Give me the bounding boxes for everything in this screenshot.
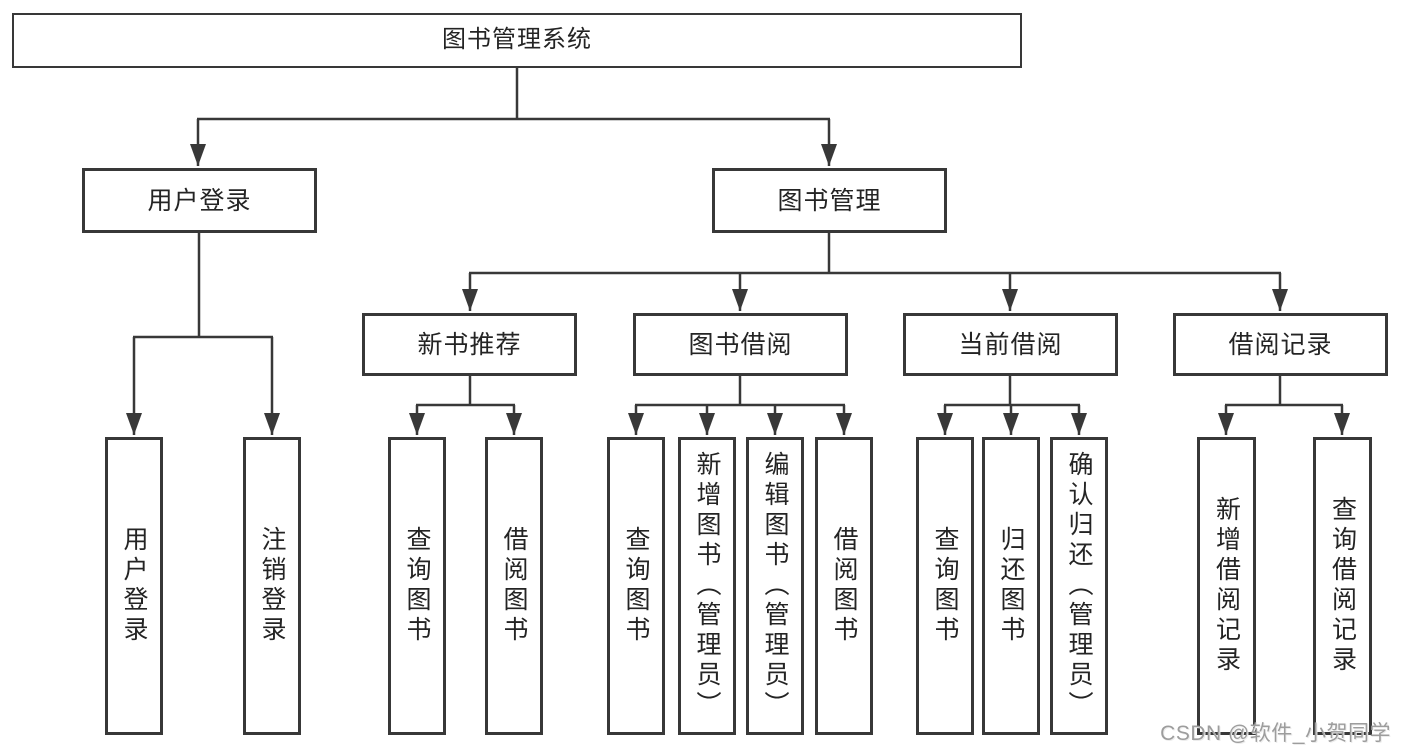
node-borrow-record: 借阅记录 (1173, 313, 1388, 376)
leaf-borrow-borrow-books: 借阅图书 (815, 437, 873, 735)
connector-book-borrow-to-leaves (628, 376, 852, 435)
node-current-borrow: 当前借阅 (903, 313, 1118, 376)
leaf-borrow-query-books: 查询图书 (607, 437, 665, 735)
connector-user-login-to-leaves (126, 233, 280, 435)
node-library-management-system: 图书管理系统 (12, 13, 1022, 68)
csdn-watermark: CSDN @软件_小贺同学 (1160, 722, 1391, 745)
leaf-edit-books-admin: 编辑图书（管理员） (746, 437, 804, 735)
leaf-add-books-admin: 新增图书（管理员） (678, 437, 736, 735)
leaf-return-books: 归还图书 (982, 437, 1040, 735)
connector-borrow-record-to-leaves (1218, 376, 1350, 435)
node-new-book-recommend: 新书推荐 (362, 313, 577, 376)
connector-book-management-to-level3 (462, 233, 1288, 311)
connector-new-book-recommend-to-leaves (409, 376, 522, 435)
leaf-recommend-borrow-books: 借阅图书 (485, 437, 543, 735)
leaf-confirm-return-admin: 确认归还（管理员） (1050, 437, 1108, 735)
node-book-borrow: 图书借阅 (633, 313, 848, 376)
leaf-user-login: 用户登录 (105, 437, 163, 735)
leaf-recommend-query-books: 查询图书 (388, 437, 446, 735)
connector-current-borrow-to-leaves (937, 376, 1087, 435)
node-user-login: 用户登录 (82, 168, 317, 233)
leaf-add-borrow-record: 新增借阅记录 (1197, 437, 1256, 735)
leaf-current-query-books: 查询图书 (916, 437, 974, 735)
node-book-management: 图书管理 (712, 168, 947, 233)
leaf-query-borrow-record: 查询借阅记录 (1313, 437, 1372, 735)
connector-root-to-level2 (190, 68, 837, 166)
leaf-logout-login: 注销登录 (243, 437, 301, 735)
